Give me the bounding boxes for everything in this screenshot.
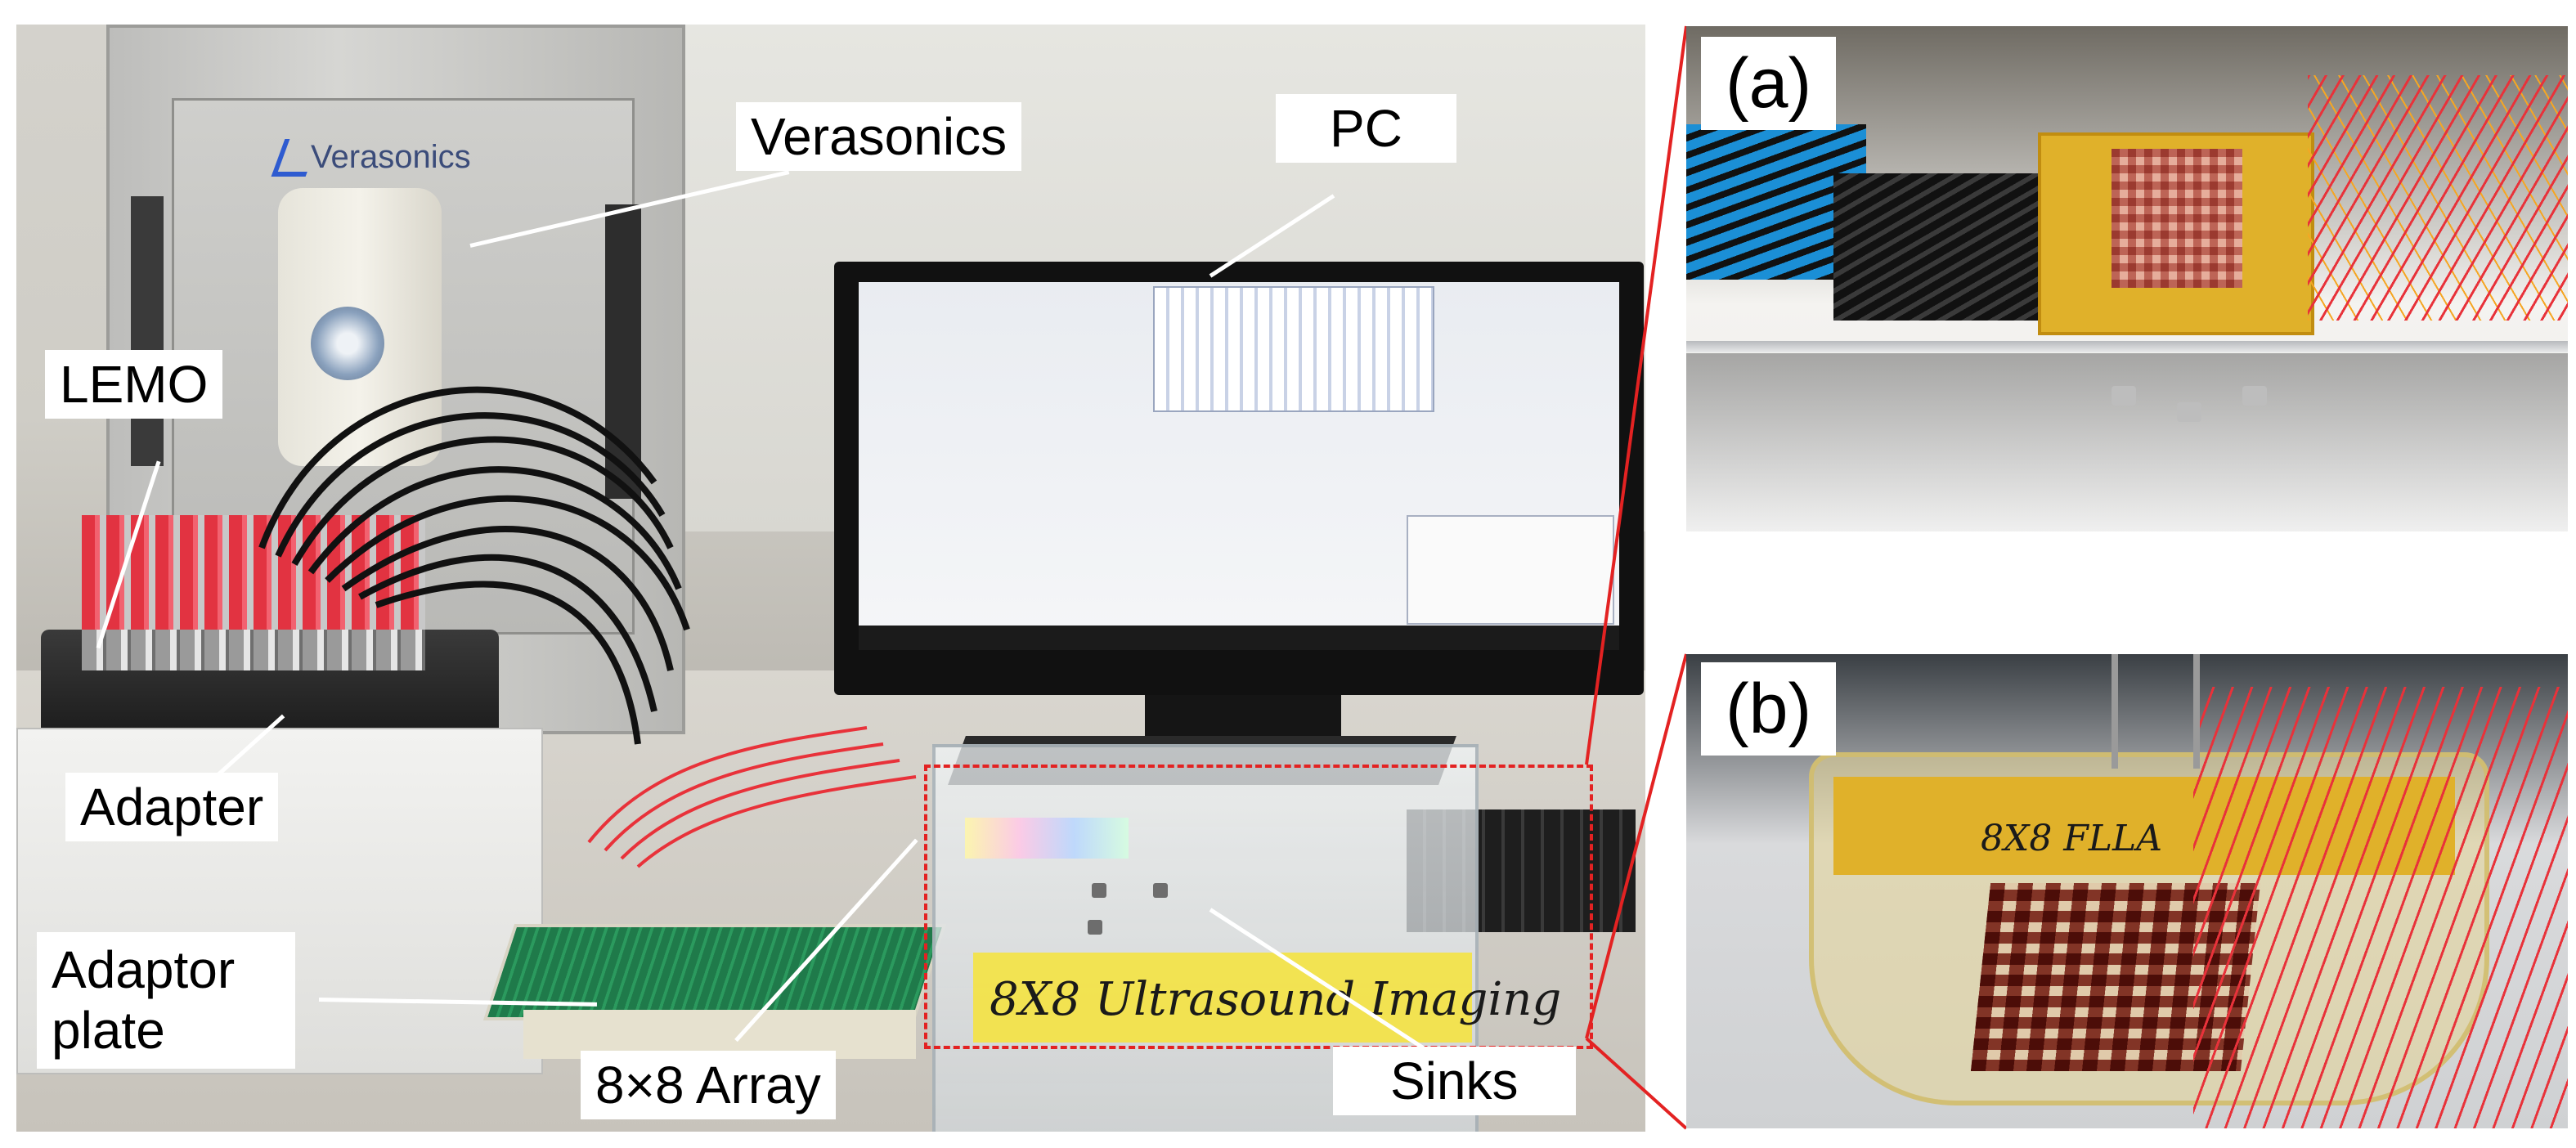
side-handle-left	[131, 196, 164, 466]
reflected-pin	[2177, 402, 2201, 422]
label-sinks: Sinks	[1333, 1047, 1576, 1115]
reflected-pin	[2242, 386, 2267, 406]
screen-taskbar	[859, 626, 1619, 650]
water-reflection-a	[1686, 353, 2568, 531]
label-panel-a: (a)	[1701, 37, 1837, 130]
array-pin	[1092, 883, 1106, 898]
tank-tape-text: 8X8 Ultrasound Imaging	[990, 973, 1562, 1026]
screen-chart-window	[1153, 286, 1434, 412]
label-adapter: Adapter	[65, 773, 279, 841]
label-lemo: LEMO	[45, 350, 223, 419]
highlight-box-dashed	[924, 765, 1593, 1049]
water-line-a	[1686, 341, 2568, 352]
connector-line-mid	[1585, 653, 1688, 1039]
label-8x8-array: 8×8 Array	[581, 1051, 836, 1119]
label-pc: PC	[1276, 94, 1456, 163]
tape-text-b: 8X8 FLLA	[1981, 818, 2163, 859]
pin-wires-top-b	[2112, 654, 2118, 769]
label-panel-b: (b)	[1701, 662, 1837, 756]
label-adaptor-plate: Adaptor plate	[37, 932, 295, 1070]
black-cable-bundle	[258, 386, 690, 745]
connector-knob-icon	[311, 307, 384, 380]
red-wires-b	[2193, 687, 2568, 1128]
transducer-array-grid-a	[2112, 149, 2242, 288]
screen-plot-window	[1407, 515, 1614, 625]
connector-line-top	[1585, 25, 1688, 765]
verasonics-brand-text: Verasonics	[311, 139, 471, 175]
connector-line-bottom	[1585, 1037, 1688, 1130]
inset-panel-a	[1686, 26, 2568, 531]
lemo-connector-row	[82, 515, 425, 646]
wire-bundle-illustration	[258, 386, 917, 868]
black-cables-a	[1833, 173, 2046, 321]
red-wires-right-a	[2308, 75, 2568, 321]
array-pin	[1088, 920, 1102, 935]
lemo-connector-bases	[82, 630, 425, 670]
label-verasonics: Verasonics	[736, 102, 1022, 171]
red-wire-bundle	[587, 726, 917, 868]
tank-rainbow-reflection	[965, 818, 1129, 859]
pin-wires-top-b	[2193, 654, 2200, 769]
array-pin	[1153, 883, 1168, 898]
inset-panel-b: 8X8 FLLA	[1686, 654, 2568, 1128]
reflected-pin	[2112, 386, 2136, 406]
